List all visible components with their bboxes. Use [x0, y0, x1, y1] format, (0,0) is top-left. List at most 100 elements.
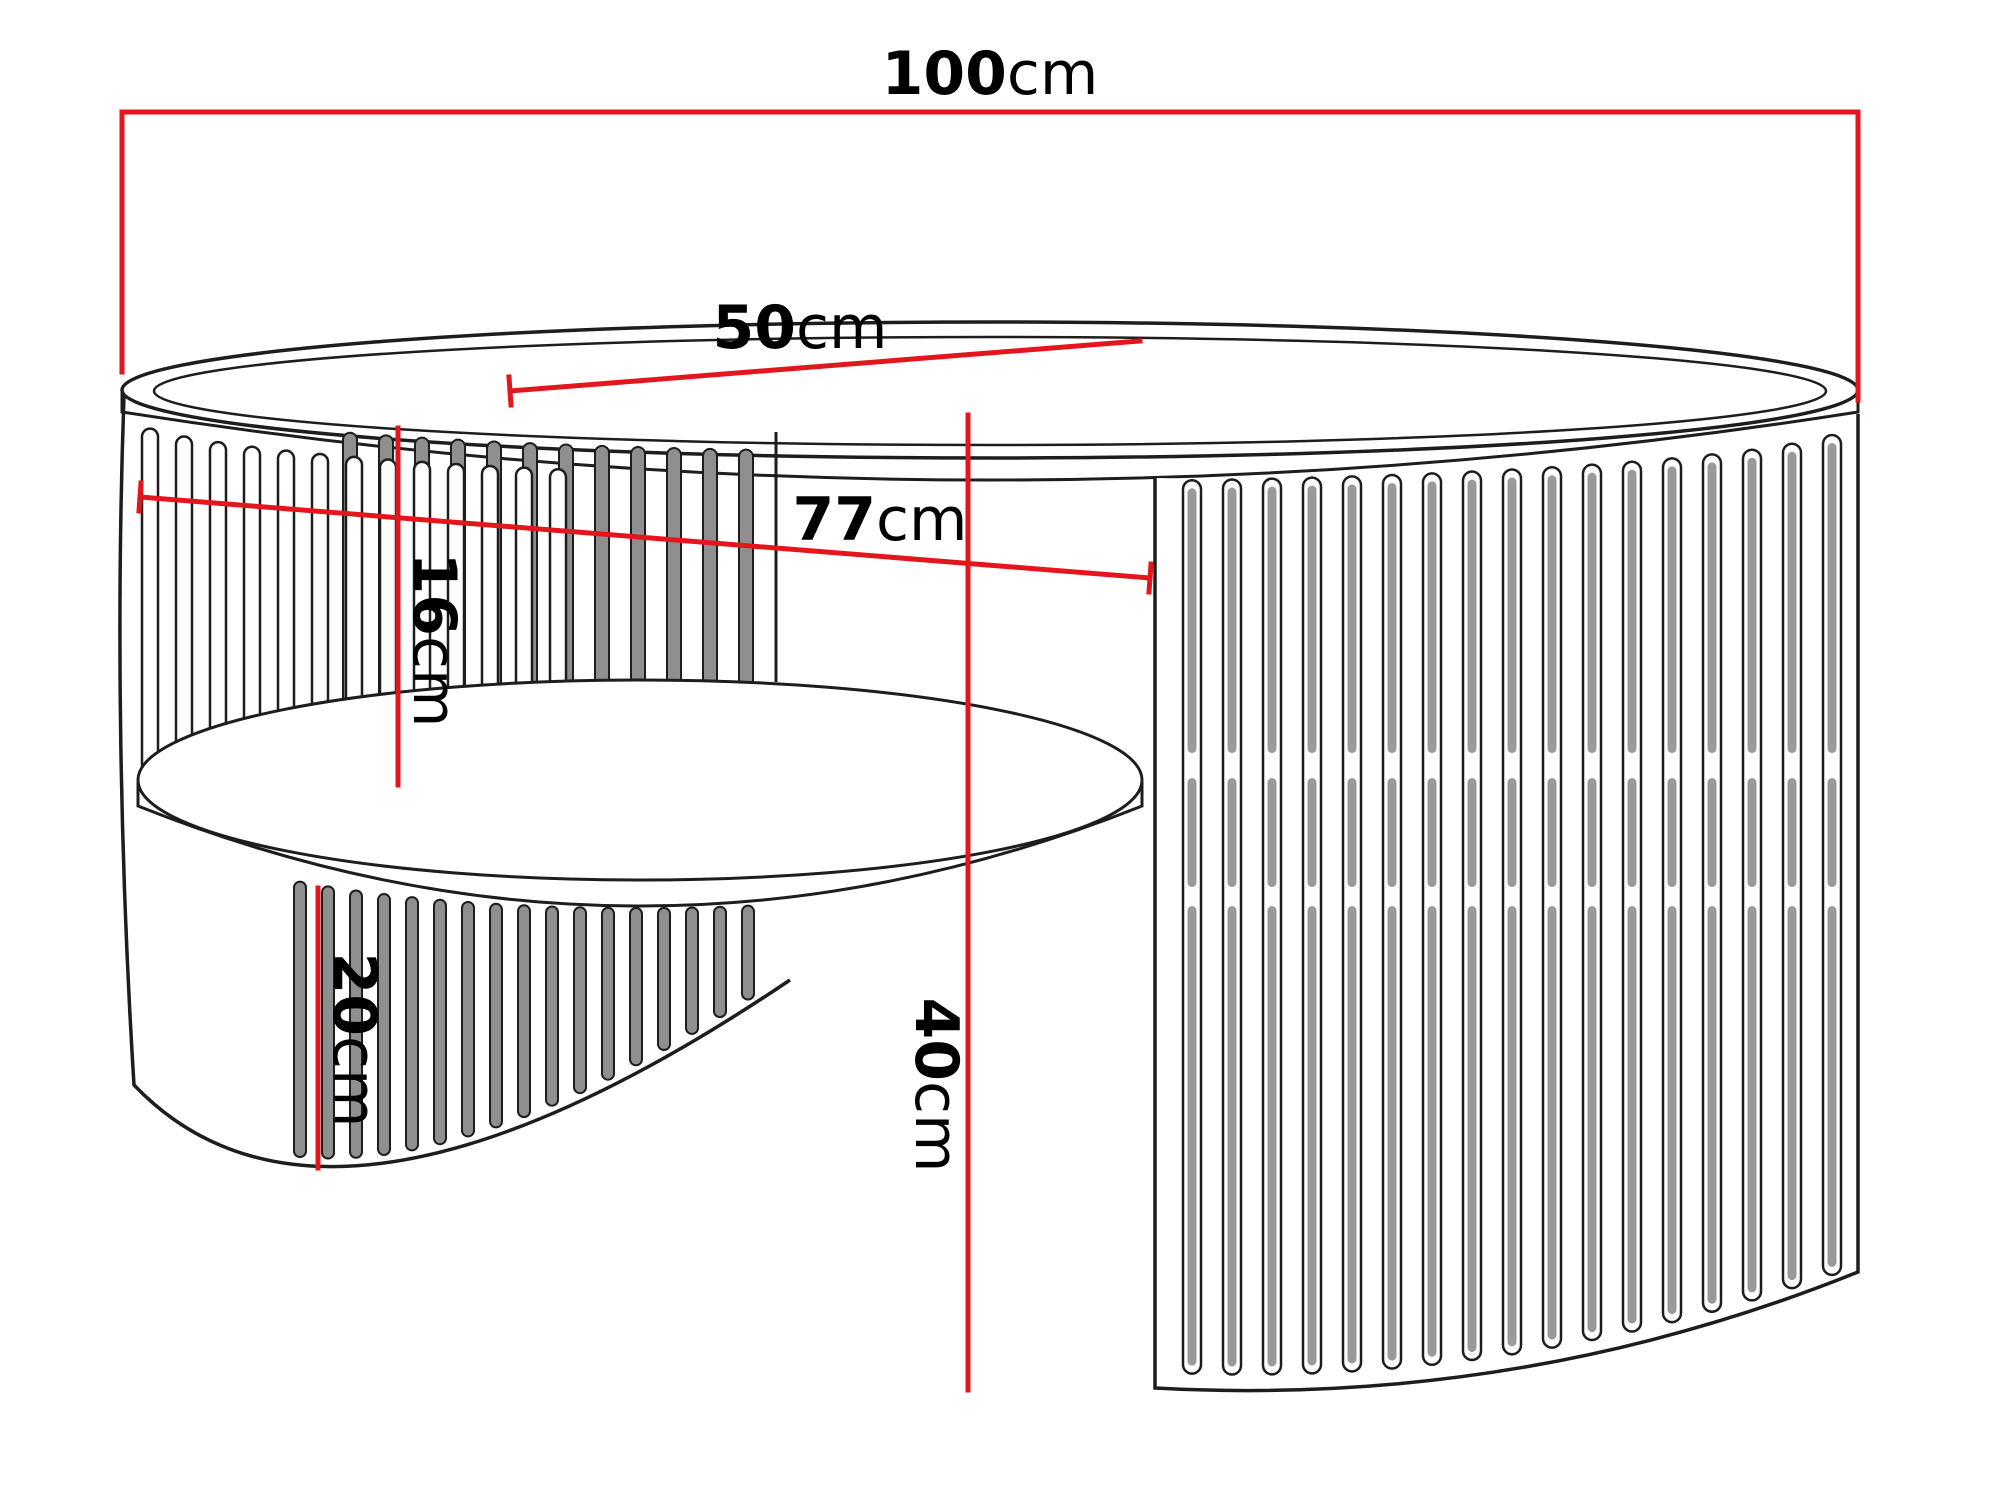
slat: [310, 452, 330, 719]
slat: [666, 446, 682, 698]
slat: [433, 898, 447, 1146]
slat: [1187, 488, 1197, 753]
dim-label-clearance: 20cm: [319, 953, 389, 1128]
dimension-height: 40cm: [901, 412, 971, 1393]
slat: [548, 467, 568, 697]
slat: [1587, 778, 1597, 887]
slat: [1827, 906, 1837, 1267]
slat: [1707, 462, 1717, 753]
slat: [1187, 778, 1197, 887]
slat: [1547, 475, 1557, 753]
slat: [517, 904, 531, 1119]
slat: [1747, 778, 1757, 887]
dim-value-width: 100: [882, 39, 1007, 109]
slat: [702, 447, 718, 698]
slat: [1227, 906, 1237, 1367]
slat: [344, 455, 364, 714]
slat: [1627, 469, 1637, 753]
slat: [1307, 778, 1317, 887]
dim-unit-height: cm: [901, 1081, 971, 1172]
dim-tick-inner-width-right: [1146, 561, 1154, 595]
slat: [378, 458, 398, 709]
dim-tick-inner-width-left: [136, 480, 144, 514]
slat: [140, 427, 160, 774]
slat: [1627, 906, 1637, 1324]
slat: [1827, 443, 1837, 753]
right-drum-slats: [1181, 433, 1843, 1376]
dim-unit-inner-width: cm: [876, 485, 967, 555]
slat: [1667, 906, 1677, 1315]
shelf-top-surface: [136, 678, 1144, 882]
tabletop-inner-rim: [152, 335, 1828, 447]
slat: [1747, 457, 1757, 753]
slat: [1787, 778, 1797, 887]
slat: [1747, 906, 1757, 1293]
slat: [685, 906, 699, 1035]
dim-label-depth: 50cm: [713, 293, 888, 363]
slat: [713, 905, 727, 1019]
dim-value-depth: 50: [713, 293, 797, 363]
dim-tick-depth-left: [506, 374, 514, 408]
slat: [629, 906, 643, 1067]
slat: [1267, 906, 1277, 1367]
slat: [1387, 482, 1397, 753]
slat: [1267, 486, 1277, 753]
slat: [1307, 906, 1317, 1366]
slat: [1387, 906, 1397, 1361]
dim-line-inner-width: [137, 494, 1153, 581]
dim-value-inner-width: 77: [793, 485, 877, 555]
slat: [1187, 906, 1197, 1366]
slat: [349, 889, 363, 1159]
dimensions: 100cm 50cm 77cm 16cm: [119, 39, 1861, 1393]
slat: [1587, 906, 1597, 1333]
slat: [738, 448, 754, 700]
dim-unit-depth: cm: [796, 293, 887, 363]
slat: [1347, 906, 1357, 1364]
dimension-inner-width: 77cm: [136, 480, 1154, 595]
left-lower-slats: [293, 880, 755, 1160]
slat: [377, 893, 391, 1157]
slat: [1507, 778, 1517, 887]
slat: [545, 905, 559, 1107]
dim-value-clearance: 20: [319, 953, 389, 1037]
slat: [1467, 906, 1477, 1352]
dimension-shelf-gap: 16cm: [395, 425, 469, 788]
slat: [1227, 487, 1237, 753]
slat: [480, 464, 500, 700]
slat: [1667, 466, 1677, 753]
slat: [1227, 778, 1237, 887]
slat: [514, 466, 534, 698]
dim-unit-width: cm: [1007, 39, 1098, 109]
dim-label-shelf-gap: 16cm: [399, 553, 469, 728]
slat: [174, 435, 194, 754]
slat: [1267, 778, 1277, 887]
slat: [1547, 906, 1557, 1340]
slat: [1427, 481, 1437, 753]
slat: [1707, 906, 1717, 1304]
slat: [242, 445, 262, 732]
dim-unit-shelf-gap: cm: [399, 636, 469, 727]
dimension-width: 100cm: [119, 39, 1861, 403]
slat: [293, 880, 307, 1159]
dim-line-depth: [507, 338, 1143, 394]
slat: [489, 902, 503, 1129]
slat: [1707, 778, 1717, 887]
slat: [276, 449, 296, 725]
dim-unit-clearance: cm: [319, 1036, 389, 1127]
slat: [1667, 778, 1677, 887]
slat: [1787, 906, 1797, 1281]
slat: [1427, 906, 1437, 1357]
table-drawing: [118, 320, 1860, 1393]
slat: [1787, 451, 1797, 753]
slat: [208, 440, 228, 742]
dim-label-width: 100cm: [882, 39, 1099, 109]
dim-label-inner-width: 77cm: [793, 485, 968, 555]
right-drum-outline: [1153, 414, 1860, 1393]
slat: [657, 906, 671, 1052]
slat: [741, 904, 755, 1001]
slat: [1307, 485, 1317, 753]
slat: [573, 906, 587, 1095]
slat: [1387, 778, 1397, 887]
